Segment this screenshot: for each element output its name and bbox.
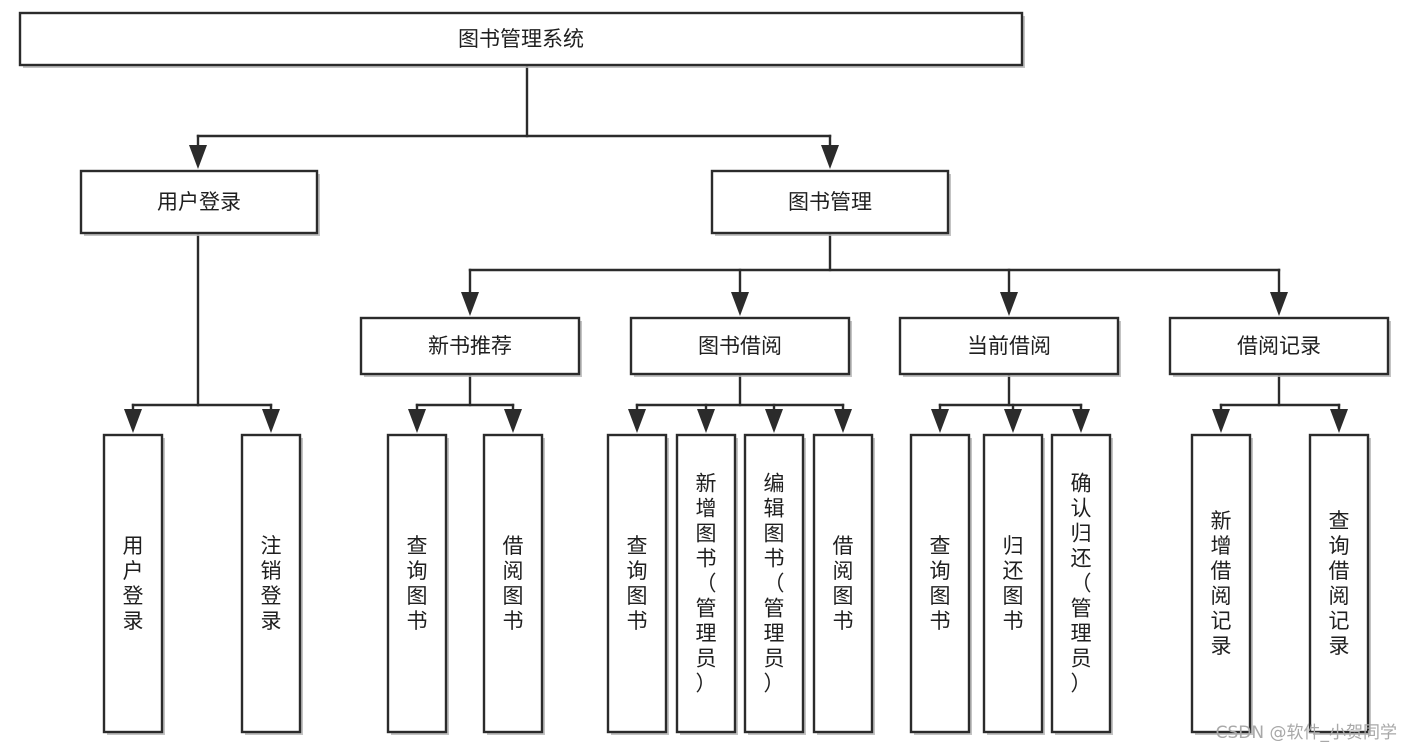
node-box[interactable]	[675, 433, 737, 734]
arrow-head-icon	[1004, 409, 1022, 433]
node-label: 借阅图书	[503, 534, 524, 633]
connector-group-root-bus	[189, 63, 839, 169]
node-label: 当前借阅	[967, 334, 1051, 358]
arrow-head-icon	[931, 409, 949, 433]
arrow-head-icon	[1270, 292, 1288, 316]
node-label: 查询图书	[627, 534, 648, 633]
arrow-head-icon	[461, 292, 479, 316]
node-box[interactable]	[359, 316, 581, 376]
leaf-node-查询图书[interactable]: 查询图书	[386, 433, 449, 735]
leaf-node-查询图书[interactable]: 查询图书	[909, 433, 972, 735]
node-box[interactable]	[79, 169, 319, 235]
node-label: 借阅图书	[833, 534, 854, 633]
arrow-head-icon	[731, 292, 749, 316]
leaf-node-确认归还管理员[interactable]: 确认归还（管理员）	[1050, 433, 1113, 735]
leaf-node-用户登录[interactable]: 用户登录	[102, 433, 165, 735]
node-label: 归还图书	[1003, 534, 1024, 633]
node-label: 确认归还（管理员）	[1071, 472, 1092, 696]
arrow-head-icon	[124, 409, 142, 433]
node-label: 查询借阅记录	[1329, 509, 1350, 658]
node-box[interactable]	[1050, 433, 1112, 734]
node-label: 查询图书	[930, 534, 951, 633]
connector-layer	[124, 63, 1348, 433]
arrow-head-icon	[697, 409, 715, 433]
node-box[interactable]	[386, 433, 448, 734]
node-layer: 图书管理系统用户登录图书管理新书推荐图书借阅当前借阅借阅记录用户登录注销登录查询…	[18, 11, 1391, 735]
node-box[interactable]	[812, 433, 874, 734]
arrow-head-icon	[189, 145, 207, 169]
arrow-head-icon	[1212, 409, 1230, 433]
arrow-head-icon	[765, 409, 783, 433]
branch-node-图书管理[interactable]: 图书管理	[710, 169, 951, 236]
node-box[interactable]	[629, 316, 851, 376]
node-label: 用户登录	[157, 190, 241, 214]
branch-node-图书借阅[interactable]: 图书借阅	[629, 316, 852, 377]
arrow-head-icon	[1330, 409, 1348, 433]
node-box[interactable]	[482, 433, 544, 734]
branch-node-借阅记录[interactable]: 借阅记录	[1168, 316, 1391, 377]
node-box[interactable]	[606, 433, 668, 734]
node-box[interactable]	[102, 433, 164, 734]
node-box[interactable]	[743, 433, 805, 734]
arrow-head-icon	[504, 409, 522, 433]
node-label: 编辑图书（管理员）	[764, 472, 785, 696]
leaf-node-查询图书[interactable]: 查询图书	[606, 433, 669, 735]
arrow-head-icon	[1072, 409, 1090, 433]
node-box[interactable]	[982, 433, 1044, 734]
arrow-head-icon	[262, 409, 280, 433]
arrow-head-icon	[821, 145, 839, 169]
connector-group-borrow-leaf-bus	[628, 372, 852, 433]
arrow-head-icon	[408, 409, 426, 433]
node-label: 图书管理系统	[458, 27, 584, 51]
node-label: 注销登录	[261, 534, 282, 633]
node-box[interactable]	[1190, 433, 1252, 734]
node-box[interactable]	[1308, 433, 1370, 734]
connector-group-record-leaf-bus	[1212, 372, 1348, 433]
node-box[interactable]	[18, 11, 1024, 67]
leaf-node-借阅图书[interactable]: 借阅图书	[482, 433, 545, 735]
node-box[interactable]	[909, 433, 971, 734]
node-label: 图书借阅	[698, 334, 782, 358]
branch-node-新书推荐[interactable]: 新书推荐	[359, 316, 582, 377]
leaf-node-编辑图书管理员[interactable]: 编辑图书（管理员）	[743, 433, 806, 735]
leaf-node-借阅图书[interactable]: 借阅图书	[812, 433, 875, 735]
leaf-node-注销登录[interactable]: 注销登录	[240, 433, 303, 735]
leaf-node-新增图书管理员[interactable]: 新增图书（管理员）	[675, 433, 738, 735]
connector-group-login-leaf-bus	[124, 231, 280, 433]
node-box[interactable]	[898, 316, 1120, 376]
leaf-node-查询借阅记录[interactable]: 查询借阅记录	[1308, 433, 1371, 735]
arrow-head-icon	[834, 409, 852, 433]
connector-group-books-bus	[461, 231, 1288, 316]
node-label: 新增借阅记录	[1211, 509, 1232, 658]
node-label: 图书管理	[788, 190, 872, 214]
node-label: 新增图书（管理员）	[696, 472, 717, 696]
node-label: 借阅记录	[1237, 334, 1321, 358]
branch-node-当前借阅[interactable]: 当前借阅	[898, 316, 1121, 377]
node-box[interactable]	[710, 169, 950, 235]
csdn-watermark: CSDN @软件_小贺同学	[1215, 723, 1397, 743]
leaf-node-归还图书[interactable]: 归还图书	[982, 433, 1045, 735]
node-label: 查询图书	[407, 534, 428, 633]
arrow-head-icon	[628, 409, 646, 433]
node-box[interactable]	[240, 433, 302, 734]
connector-group-newbook-leaf-bus	[408, 372, 522, 433]
leaf-node-新增借阅记录[interactable]: 新增借阅记录	[1190, 433, 1253, 735]
connector-group-current-leaf-bus	[931, 372, 1090, 433]
branch-node-用户登录[interactable]: 用户登录	[79, 169, 320, 236]
root-node-图书管理系统[interactable]: 图书管理系统	[18, 11, 1025, 68]
node-label: 用户登录	[123, 534, 144, 633]
arrow-head-icon	[1000, 292, 1018, 316]
node-box[interactable]	[1168, 316, 1390, 376]
node-label: 新书推荐	[428, 334, 512, 358]
